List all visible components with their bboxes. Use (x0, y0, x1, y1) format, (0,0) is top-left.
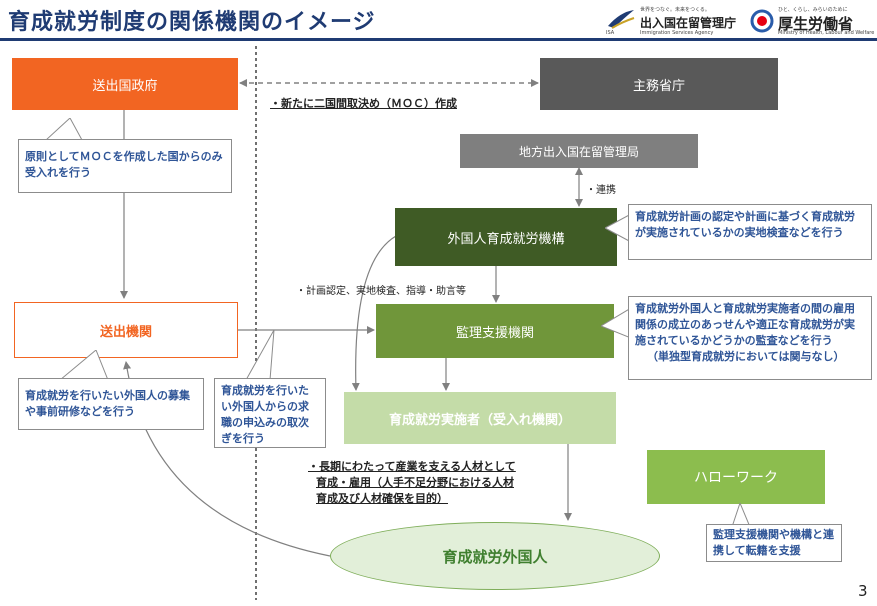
mhlw-tagline: ひと、くらし、みらいのために (778, 7, 848, 13)
supervising-organization-box: 監理支援機関 (376, 304, 614, 358)
isa-logo-icon (608, 10, 635, 29)
training-organization-box: 外国人育成就労機構 (395, 208, 617, 266)
supervising-organization-callout: 育成就労外国人と育成就労実施者の間の雇用関係の成立のあっせんや適正な育成就労が実… (628, 296, 872, 380)
organization-to-implementer-arrow (351, 235, 397, 391)
regional-immigration-box: 地方出入国在留管理局 (460, 134, 698, 168)
purpose-label-line-2: 育成・雇用（人手不足分野における人材 (316, 476, 514, 489)
mhlw-logo-icon (750, 9, 774, 33)
page-number: 3 (858, 582, 868, 600)
isa-logo: ISA 世界をつなぐ。未来をつくる。 出入国在留管理庁 Immigration … (606, 6, 746, 36)
mhlw-name: 厚生労働省 (778, 15, 854, 33)
training-organization-callout-pointer (605, 214, 631, 243)
sending-agency-callout: 育成就労を行いたい外国人の募集や事前研修などを行う (18, 378, 204, 430)
training-organization-callout: 育成就労計画の認定や計画に基づく育成就労が実施されているかの実地検査などを行う (628, 204, 872, 260)
purpose-label: ・長期にわたって産業を支える人材として 育成・雇用（人手不足分野における人材 育… (308, 459, 516, 507)
implementing-organization-box: 育成就労実施者（受入れ機関） (344, 392, 616, 444)
hello-work-callout-pointer (731, 503, 751, 527)
coordination-label: ・連携 (586, 185, 616, 196)
certification-label: ・計画認定、実地検査、指導・助言等 (296, 286, 466, 297)
moc-label: ・新たに二国間取決め（ＭＯＣ）作成 (270, 97, 457, 110)
supervising-organization-callout-note: （単独型育成就労においては関与なし） (647, 350, 845, 363)
isa-abbrev: ISA (606, 30, 615, 36)
mhlw-logo: ひと、くらし、みらいのために 厚生労働省 Ministry of Health,… (750, 6, 874, 36)
sending-agency-box: 送出機関 (14, 302, 238, 358)
title-underline (0, 38, 877, 41)
job-application-callout-pointer (246, 330, 275, 380)
isa-tagline: 世界をつなぐ。未来をつくる。 (640, 7, 710, 13)
purpose-label-line-3: 育成及び人材確保を目的） (316, 492, 448, 505)
mhlw-english: Ministry of Health, Labour and Welfare (778, 30, 875, 36)
supervising-organization-callout-pointer (601, 308, 631, 339)
sending-agency-callout-pointer (60, 350, 109, 380)
purpose-label-line-1: ・長期にわたって産業を支える人材として (308, 460, 516, 473)
job-application-callout: 育成就労を行いたい外国人からの求職の申込みの取次ぎを行う (214, 378, 326, 448)
foreign-workers-ellipse: 育成就労外国人 (330, 522, 660, 590)
competent-ministries-box: 主務省庁 (540, 58, 778, 110)
hello-work-box: ハローワーク (647, 450, 825, 504)
isa-name: 出入国在留管理庁 (640, 16, 737, 30)
supervising-organization-callout-text: 育成就労外国人と育成就労実施者の間の雇用関係の成立のあっせんや適正な育成就労が実… (635, 302, 855, 347)
sending-government-callout-pointer (46, 118, 83, 140)
hello-work-callout: 監理支援機関や機構と連携して転籍を支援 (706, 524, 842, 562)
isa-english: Immigration Services Agency (640, 30, 714, 36)
sending-government-callout: 原則としてＭＯＣを作成した国からのみ受入れを行う (18, 139, 232, 193)
page-title: 育成就労制度の関係機関のイメージ (8, 10, 376, 35)
sending-government-box: 送出国政府 (12, 58, 238, 110)
